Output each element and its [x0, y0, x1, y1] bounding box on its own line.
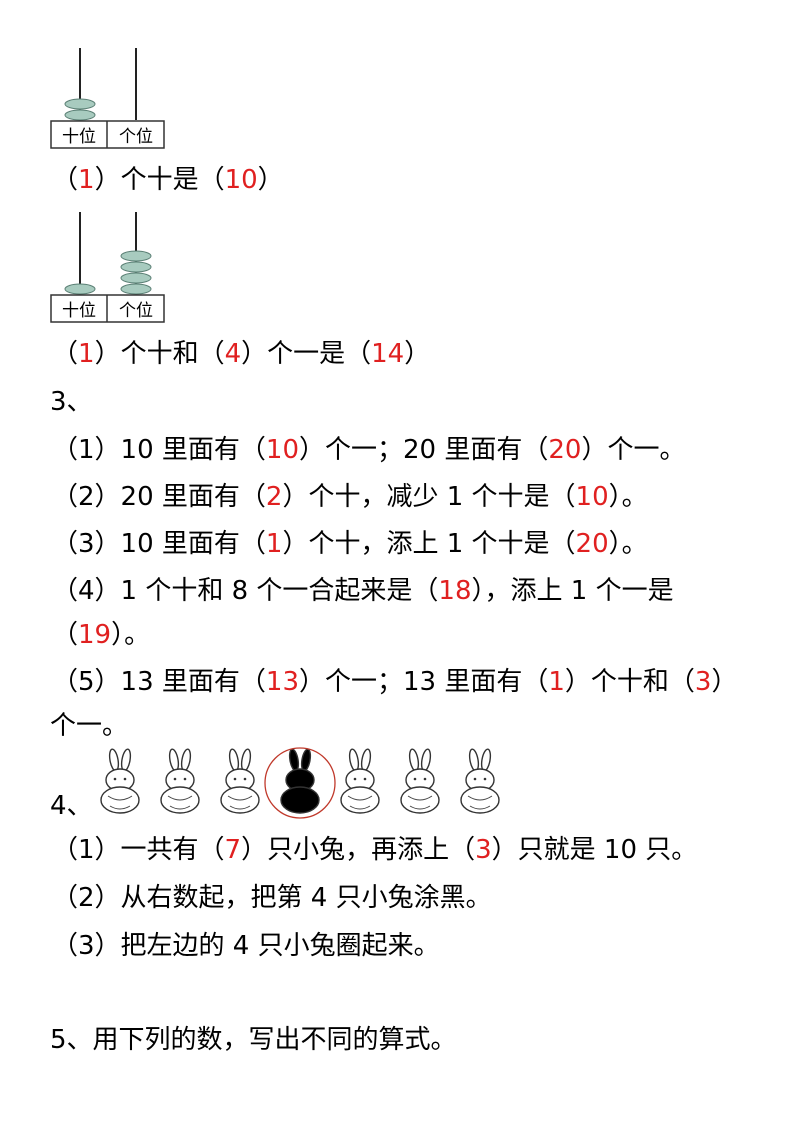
question-3-3: （3）10 里面有（1）个十，添上 1 个十是（20）。: [52, 526, 648, 562]
answer-value: 18: [438, 576, 472, 606]
text: （5）13 里面有（: [52, 667, 266, 697]
text: ）个十是（: [94, 165, 225, 195]
answer-line-1: （1）个十是（10）: [52, 162, 284, 198]
answer-value: 2: [265, 482, 283, 512]
answer-value: 10: [224, 165, 258, 195]
section-4-heading: 4、: [50, 791, 93, 821]
question-3-2: （2）20 里面有（2）个十，减少 1 个十是（10）。: [52, 479, 648, 515]
bead: [64, 109, 96, 121]
answer-value: 19: [78, 620, 112, 650]
answer-value: 10: [265, 435, 299, 465]
bunny-row: [100, 747, 500, 819]
section-3-heading: 3、: [50, 387, 93, 417]
ones-label: 个位: [119, 301, 153, 321]
tens-label: 十位: [62, 301, 96, 321]
text: ）: [257, 165, 284, 195]
bunny: [220, 748, 260, 814]
bead: [120, 283, 152, 295]
answer-value: 7: [224, 835, 242, 865]
bead: [64, 283, 96, 295]
text: ）: [404, 339, 431, 369]
text: ）。: [111, 620, 151, 650]
bead-group: [64, 98, 96, 121]
answer-value: 20: [575, 529, 609, 559]
text: （: [52, 620, 79, 650]
answer-value: 10: [575, 482, 609, 512]
text: ）个十，减少 1 个十是（: [282, 482, 576, 512]
text: ）个一。: [581, 435, 686, 465]
bead: [120, 272, 152, 284]
text: （3）10 里面有（: [52, 529, 266, 559]
bunny: [400, 748, 440, 814]
bead: [64, 98, 96, 110]
circle-mark: [264, 747, 336, 819]
text: ）。: [608, 529, 648, 559]
bunny: [100, 748, 140, 814]
question-4-3: （3）把左边的 4 只小兔圈起来。: [52, 931, 440, 961]
text: ）只就是 10 只。: [491, 835, 698, 865]
question-3-5-continued: 个一。: [50, 711, 129, 741]
abacus-1: 十位 个位: [50, 48, 165, 149]
answer-value: 13: [265, 667, 299, 697]
bunny: [460, 748, 500, 814]
question-3-1: （1）10 里面有（10）个一；20 里面有（20）个一。: [52, 432, 685, 468]
bunny: [340, 748, 380, 814]
text: （1）10 里面有（: [52, 435, 266, 465]
text: ）个一是（: [241, 339, 372, 369]
abacus-2: 十位 个位: [50, 212, 165, 323]
text: ）个十和（: [564, 667, 695, 697]
text: ）个十和（: [94, 339, 225, 369]
question-4-1: （1）一共有（7）只小兔，再添上（3）只就是 10 只。: [52, 832, 697, 868]
answer-value: 1: [78, 339, 95, 369]
text: （1）一共有（: [52, 835, 225, 865]
bunny: [160, 748, 200, 814]
text: ）: [711, 667, 738, 697]
bunny: [280, 748, 320, 814]
answer-value: 3: [694, 667, 712, 697]
answer-line-2: （1）个十和（4）个一是（14）: [52, 336, 430, 372]
text: （4）1 个十和 8 个一合起来是（: [52, 576, 439, 606]
question-3-4: （4）1 个十和 8 个一合起来是（18），添上 1 个一是: [52, 573, 674, 609]
question-4-2: （2）从右数起，把第 4 只小兔涂黑。: [52, 883, 492, 913]
tens-label: 十位: [62, 127, 96, 147]
question-3-5: （5）13 里面有（13）个一；13 里面有（1）个十和（3）: [52, 664, 737, 700]
answer-value: 1: [78, 165, 95, 195]
answer-value: 4: [224, 339, 242, 369]
text: ），添上 1 个一是: [471, 576, 674, 606]
section-5-heading: 5、用下列的数，写出不同的算式。: [50, 1025, 457, 1055]
bead: [120, 250, 152, 262]
answer-value: 1: [265, 529, 283, 559]
text: ）个一；20 里面有（: [299, 435, 549, 465]
text: （2）20 里面有（: [52, 482, 266, 512]
answer-value: 20: [548, 435, 582, 465]
answer-value: 14: [371, 339, 405, 369]
text: ）只小兔，再添上（: [241, 835, 476, 865]
text: ）个一；13 里面有（: [299, 667, 549, 697]
question-3-4-continued: （19）。: [52, 617, 150, 653]
text: ）个十，添上 1 个十是（: [282, 529, 576, 559]
text: （: [52, 339, 79, 369]
answer-value: 3: [475, 835, 492, 865]
answer-value: 1: [548, 667, 565, 697]
bead-group: [64, 250, 152, 295]
bead: [120, 261, 152, 273]
text: （: [52, 165, 79, 195]
ones-label: 个位: [119, 127, 153, 147]
text: ）。: [608, 482, 648, 512]
